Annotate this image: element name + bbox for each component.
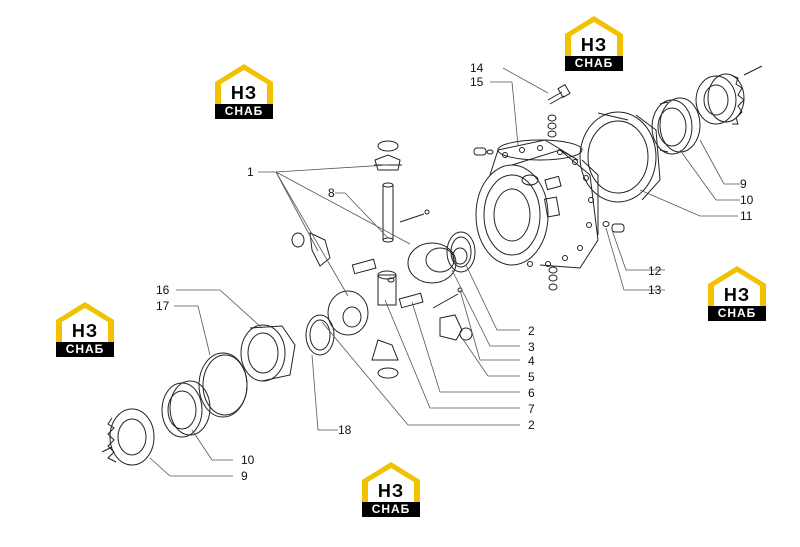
logo-text-bottom: СНАБ xyxy=(224,104,264,118)
callout-14: 14 xyxy=(470,61,484,75)
logo-text-top: НЗ xyxy=(377,481,405,501)
callout-18: 18 xyxy=(338,423,352,437)
logo-text-bottom: СНАБ xyxy=(65,342,105,356)
house-icon xyxy=(565,16,623,58)
dowel-pins xyxy=(473,114,558,291)
washer xyxy=(305,314,335,356)
callout-5: 5 xyxy=(528,370,535,384)
snap-ring xyxy=(198,352,248,418)
callout-11: 11 xyxy=(740,209,753,223)
house-icon xyxy=(56,302,114,344)
callout-6: 6 xyxy=(528,386,535,400)
callout-10-left: 10 xyxy=(241,453,255,467)
thrust-washer xyxy=(446,231,476,273)
callout-17: 17 xyxy=(156,299,170,313)
ring-gear-cup xyxy=(579,111,661,203)
brand-logo-bottom: НЗ СНАБ xyxy=(360,460,422,520)
logo-text-bottom: СНАБ xyxy=(717,306,757,320)
callout-2-lower: 2 xyxy=(528,418,535,432)
roller-bearing xyxy=(651,97,701,155)
brand-logo-upper-left: НЗ СНАБ xyxy=(213,62,275,122)
plug xyxy=(602,221,625,233)
bolt xyxy=(547,83,571,105)
logo-text-top: НЗ xyxy=(71,321,99,341)
callout-9-right: 9 xyxy=(740,177,747,191)
bearing-cup xyxy=(240,324,296,382)
callout-15: 15 xyxy=(470,75,484,89)
house-icon xyxy=(215,64,273,106)
callout-10-right: 10 xyxy=(740,193,754,207)
roller-bearing xyxy=(161,380,211,438)
callout-3: 3 xyxy=(528,340,535,354)
leader-lines xyxy=(149,67,740,477)
callout-9-left: 9 xyxy=(241,469,248,483)
brand-logo-right: НЗ СНАБ xyxy=(706,264,768,324)
callout-16: 16 xyxy=(156,283,170,297)
brand-logo-top: НЗ СНАБ xyxy=(563,14,625,74)
callout-1: 1 xyxy=(247,165,254,179)
brand-logo-left: НЗ СНАБ xyxy=(54,300,116,360)
planet-gears xyxy=(291,140,473,379)
callout-8: 8 xyxy=(328,186,335,200)
house-icon xyxy=(362,462,420,504)
logo-text-bottom: СНАБ xyxy=(574,56,614,70)
house-icon xyxy=(708,266,766,308)
adjusting-ring xyxy=(101,408,155,466)
logo-text-top: НЗ xyxy=(580,35,608,55)
callout-13: 13 xyxy=(648,283,662,297)
adjusting-ring xyxy=(695,65,763,125)
logo-text-top: НЗ xyxy=(230,83,258,103)
logo-text-top: НЗ xyxy=(723,285,751,305)
callout-12: 12 xyxy=(648,264,662,278)
logo-text-bottom: СНАБ xyxy=(371,502,411,516)
callout-2-upper: 2 xyxy=(528,324,535,338)
callout-4: 4 xyxy=(528,354,535,368)
callout-7: 7 xyxy=(528,402,535,416)
differential-housing xyxy=(475,139,599,269)
